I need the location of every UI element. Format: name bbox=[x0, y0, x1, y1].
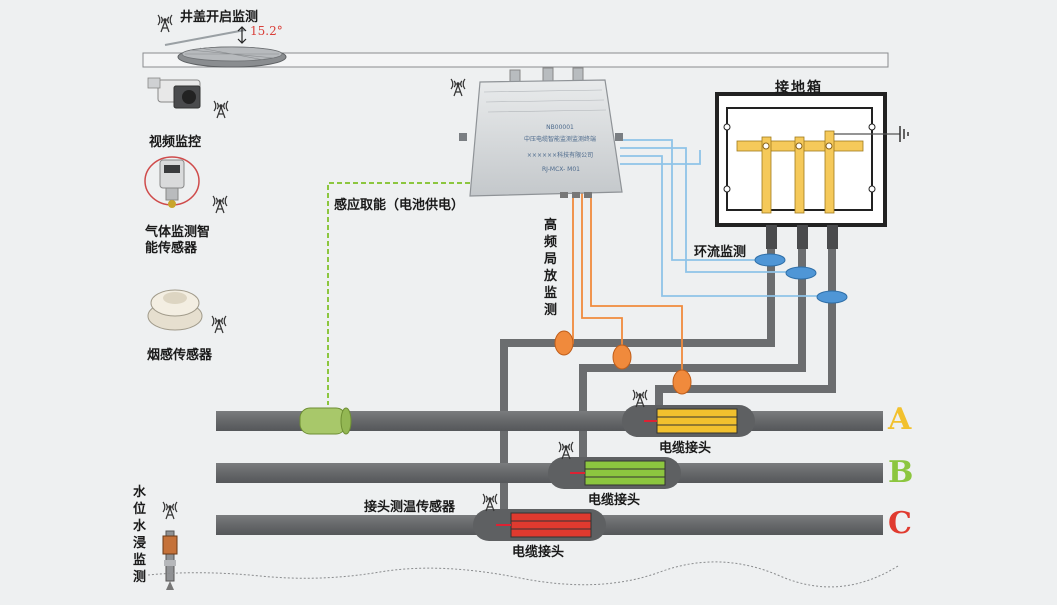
tilt-arrow-icon bbox=[237, 26, 247, 44]
device-name: 中压电缆智能监测监测终端 bbox=[523, 136, 596, 143]
camera-wifi-icon bbox=[213, 100, 229, 119]
cable-joint-c bbox=[473, 509, 606, 541]
label-manhole-monitor: 井盖开启监测 bbox=[180, 10, 259, 25]
smoke-detector-icon bbox=[147, 289, 203, 331]
label-tilt-angle: 15.2° bbox=[250, 24, 283, 38]
road-surface bbox=[142, 52, 889, 68]
joint-c-wifi-icon bbox=[482, 493, 498, 512]
label-grounding-box: 接地箱 bbox=[775, 80, 823, 96]
terminal-wifi-icon bbox=[450, 78, 466, 97]
label-joint-temp-sensor: 接头测温传感器 bbox=[364, 500, 456, 515]
cable-joint-a bbox=[622, 405, 755, 437]
device-model: NB00001 bbox=[546, 124, 574, 131]
cable-joint-b bbox=[548, 457, 681, 489]
manhole-cover bbox=[164, 29, 287, 68]
label-hf-partial-discharge: 高频局放监测 bbox=[544, 218, 558, 318]
label-water-level: 水位水浸监测 bbox=[133, 485, 147, 585]
label-gas-sensor-2: 能传感器 bbox=[145, 241, 198, 256]
device-code: RJ-MCX- M01 bbox=[542, 166, 580, 173]
hf-sensors bbox=[554, 330, 692, 395]
joint-b-wifi-icon bbox=[558, 441, 574, 460]
current-transformers bbox=[754, 253, 848, 304]
label-cable-joint-b: 电缆接头 bbox=[588, 493, 641, 508]
water-wifi-icon bbox=[162, 501, 178, 520]
label-gas-sensor-1: 气体监测智 bbox=[145, 225, 211, 240]
phase-label-b: B bbox=[888, 455, 914, 490]
label-cable-joint-a: 电缆接头 bbox=[659, 441, 712, 456]
label-smoke-sensor: 烟感传感器 bbox=[147, 348, 213, 363]
induction-coil bbox=[299, 407, 352, 435]
phase-label-a: A bbox=[888, 402, 912, 437]
joint-a-wifi-icon bbox=[632, 389, 648, 408]
label-induction-power: 感应取能（电池供电） bbox=[334, 198, 465, 213]
water-line bbox=[147, 561, 899, 588]
camera-icon bbox=[147, 77, 201, 109]
label-cable-joint-c: 电缆接头 bbox=[512, 545, 565, 560]
device-company: ××××××科技有限公司 bbox=[526, 152, 594, 159]
gas-wifi-icon bbox=[212, 195, 228, 214]
monitoring-terminal bbox=[459, 67, 623, 198]
smoke-wifi-icon bbox=[211, 315, 227, 334]
label-video-monitor: 视频监控 bbox=[149, 135, 202, 150]
gas-sensor-icon bbox=[144, 156, 200, 208]
ground-symbol-icon bbox=[899, 126, 909, 142]
circulating-current-lines bbox=[620, 139, 826, 297]
label-circulating-current: 环流监测 bbox=[694, 245, 747, 260]
manhole-wifi-icon bbox=[157, 14, 173, 33]
water-level-probe-icon bbox=[162, 530, 178, 590]
phase-label-c: C bbox=[888, 506, 912, 541]
box-connectors bbox=[766, 225, 838, 249]
grounding-box bbox=[715, 92, 900, 227]
induction-power-line bbox=[327, 182, 470, 405]
